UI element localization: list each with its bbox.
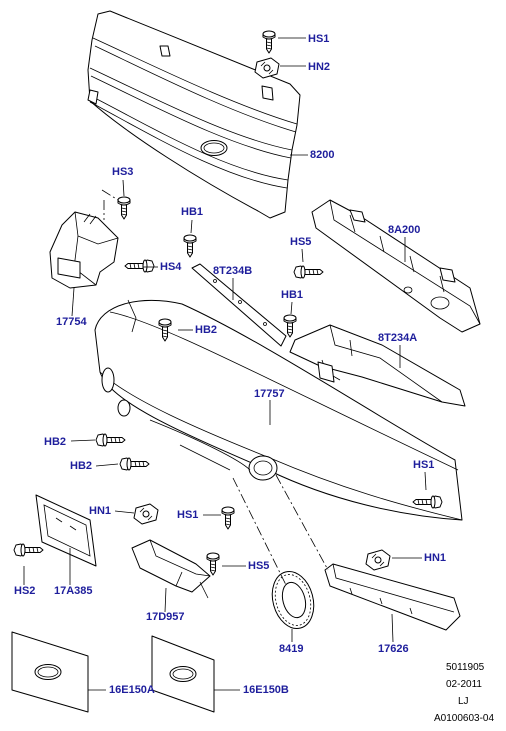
callout-hs2: HS2 [14, 585, 36, 597]
license-plate-16e150a [11, 631, 89, 713]
strip-17626 [324, 563, 461, 631]
bolt-icon [183, 234, 197, 258]
bolt-icon [124, 259, 155, 273]
callout-17d957: 17D957 [146, 611, 185, 623]
callout-hs5: HS5 [248, 560, 270, 572]
callout-17a385: 17A385 [54, 585, 93, 597]
drawing-initials: LJ [458, 696, 469, 707]
callout-hn1: HN1 [89, 505, 112, 517]
screw-icon [221, 506, 235, 530]
screw-icon [117, 196, 131, 220]
callout-hs4: HS4 [160, 261, 182, 273]
clip-icon [133, 503, 159, 525]
ring-8419 [271, 571, 315, 629]
callout-8200: 8200 [310, 149, 335, 161]
callout-16e150a: 16E150A [109, 684, 155, 696]
screw-icon [262, 30, 276, 54]
callout-hb2: HB2 [44, 436, 67, 448]
clip-icon [365, 549, 391, 571]
drawing-date: 02-2011 [446, 679, 482, 690]
callout-17626: 17626 [378, 643, 409, 655]
bumper-17757 [94, 299, 463, 521]
bolt-icon [13, 543, 44, 557]
bracket-8t234a [289, 324, 466, 407]
callout-hb1: HB1 [181, 206, 204, 218]
callout-hs5: HS5 [290, 236, 312, 248]
callout-hn1: HN1 [424, 552, 447, 564]
beam-8a200 [311, 199, 481, 333]
drawing-number: 5011905 [446, 662, 485, 673]
bracket-17754 [49, 211, 119, 289]
callout-16e150b: 16E150B [243, 684, 289, 696]
callout-hb1: HB1 [281, 289, 304, 301]
callout-hs1: HS1 [177, 509, 199, 521]
bolt-icon [293, 265, 324, 279]
callout-17757: 17757 [254, 388, 285, 400]
callout-hs1: HS1 [413, 459, 435, 471]
screw-icon [206, 552, 220, 576]
callout-8419: 8419 [279, 643, 304, 655]
license-plate-16e150b [151, 635, 215, 713]
callout-8a200: 8A200 [388, 224, 421, 236]
callout-8t234b: 8T234B [213, 265, 253, 277]
bolt-icon [283, 314, 297, 338]
leader-lines [23, 37, 427, 691]
bolt-icon [95, 433, 126, 447]
callout-hs3: HS3 [112, 166, 134, 178]
nut-icon [254, 57, 280, 79]
callout-hs1: HS1 [308, 33, 330, 45]
callout-17754: 17754 [56, 316, 87, 328]
drawing-reference: A0100603-04 [434, 713, 495, 724]
callout-hb2: HB2 [195, 324, 218, 336]
cover-17d957 [131, 539, 211, 599]
callout-hb2: HB2 [70, 460, 93, 472]
callout-8t234a: 8T234A [378, 332, 418, 344]
grille-8200 [87, 10, 301, 219]
plate-bracket-17a385 [35, 494, 97, 567]
bolt-icon [119, 457, 150, 471]
callout-hn2: HN2 [308, 61, 331, 73]
strip-8t234b [191, 263, 287, 347]
